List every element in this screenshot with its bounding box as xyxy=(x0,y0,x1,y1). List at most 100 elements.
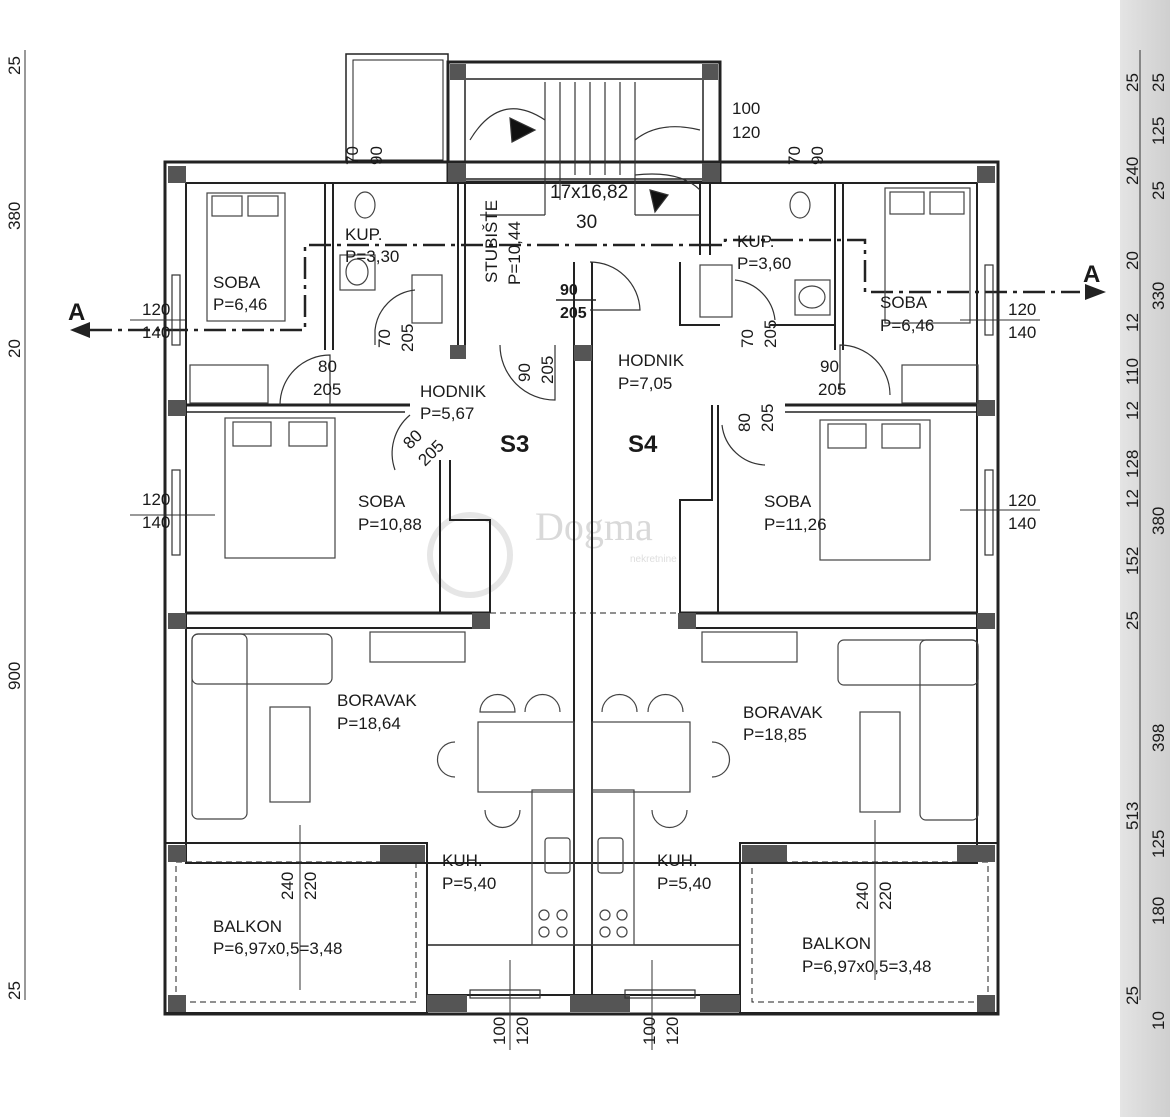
dim-s3-kup-door-205: 205 xyxy=(398,324,417,352)
dimension-lines xyxy=(24,50,1141,1050)
section-line xyxy=(90,238,1080,332)
dim-stair-door-205: 205 xyxy=(538,356,557,384)
right-scale-cut-8: 10 xyxy=(1149,1011,1168,1030)
right-scale-1: 240 xyxy=(1123,157,1142,185)
s3-balkon-area: P=6,97x0,5=3,48 xyxy=(213,939,343,958)
dimension-labels: 100 120 70 90 70 90 120 140 120 140 120 … xyxy=(142,99,1036,1045)
s4-balkon-area: P=6,97x0,5=3,48 xyxy=(802,957,932,976)
dim-left-140b: 140 xyxy=(142,513,170,532)
s3-kuh-area: P=5,40 xyxy=(442,874,496,893)
dim-stair-win-h: 120 xyxy=(732,123,760,142)
right-scale-cut-0: 25 xyxy=(1149,73,1168,92)
right-scale-cut-1: 125 xyxy=(1149,117,1168,145)
columns xyxy=(168,64,995,1012)
right-scale-cut-2: 25 xyxy=(1149,181,1168,200)
room-labels: SOBA P=6,46 KUP. P=3,30 STUBIŠTE P=10,44… xyxy=(213,182,934,976)
dim-s3-soba-door-205: 205 xyxy=(313,380,341,399)
s3-kuh-name: KUH. xyxy=(442,851,483,870)
furniture-beds xyxy=(189,187,979,561)
right-scale-cut-6: 125 xyxy=(1149,830,1168,858)
s3-kup-area: P=3,30 xyxy=(345,247,399,266)
s4-balkon-name: BALKON xyxy=(802,934,871,953)
dim-s3-balkon-240: 240 xyxy=(278,872,297,900)
stubiste-name: STUBIŠTE xyxy=(482,200,501,283)
right-dimension-scale: 25 240 20 12 110 12 128 12 152 25 513 25… xyxy=(1123,73,1168,1030)
right-scale-cut-5: 398 xyxy=(1149,724,1168,752)
dim-s4-soba-door-90: 90 xyxy=(820,357,839,376)
right-scale-0: 25 xyxy=(1123,73,1142,92)
left-scale-2: 20 xyxy=(5,339,24,358)
watermark-sub: nekretnine xyxy=(630,554,677,565)
s3-soba-small-area: P=6,46 xyxy=(213,295,267,314)
section-mark-left: A xyxy=(68,299,85,326)
dim-s3-kup-90: 90 xyxy=(367,146,386,165)
s3-hodnik-name: HODNIK xyxy=(420,382,487,401)
right-scale-11: 25 xyxy=(1123,986,1142,1005)
dim-s3-kup-door-70: 70 xyxy=(375,329,394,348)
s4-kup-name: KUP. xyxy=(737,232,775,251)
s4-soba-big-area: P=11,26 xyxy=(764,515,827,534)
dim-right-140a: 140 xyxy=(1008,323,1036,342)
stairs xyxy=(469,82,701,216)
section-marker-right: A xyxy=(1083,261,1106,300)
right-scale-10: 513 xyxy=(1123,802,1142,830)
s4-soba-small-area: P=6,46 xyxy=(880,316,934,335)
dim-s4-kup-90: 90 xyxy=(808,146,827,165)
dim-entry-door-90: 90 xyxy=(560,282,578,299)
s4-soba-big-name: SOBA xyxy=(764,492,812,511)
s4-kup-area: P=3,60 xyxy=(737,254,791,273)
furniture-bathroom xyxy=(339,191,831,324)
s3-balkon-name: BALKON xyxy=(213,917,282,936)
dim-s4-kup-door-205: 205 xyxy=(761,320,780,348)
dim-s3-soba-door-80: 80 xyxy=(318,357,337,376)
right-scale-7: 12 xyxy=(1123,489,1142,508)
s3-soba-big-area: P=10,88 xyxy=(358,515,422,534)
right-scale-8: 152 xyxy=(1123,547,1142,575)
outer-walls xyxy=(163,53,1000,1016)
s3-boravak-name: BORAVAK xyxy=(337,691,417,710)
right-scale-cut-4: 380 xyxy=(1149,507,1168,535)
dim-left-120b: 120 xyxy=(142,490,170,509)
right-scale-cut-7: 180 xyxy=(1149,897,1168,925)
dim-left-120a: 120 xyxy=(142,300,170,319)
s4-hodnik-area: P=7,05 xyxy=(618,374,672,393)
section-marker-left: A xyxy=(68,299,90,338)
watermark-name: Dogma xyxy=(535,504,653,549)
unit-s4: S4 xyxy=(628,431,658,458)
s4-kuh-name: KUH. xyxy=(657,851,698,870)
right-scale-9: 25 xyxy=(1123,611,1142,630)
dim-s4-kup-door-70: 70 xyxy=(738,329,757,348)
s4-boravak-name: BORAVAK xyxy=(743,703,823,722)
dim-s4-kup-70: 70 xyxy=(785,146,804,165)
s4-soba-small-name: SOBA xyxy=(880,293,928,312)
left-scale-0: 25 xyxy=(5,56,24,75)
watermark: Dogma nekretnine xyxy=(427,504,677,598)
left-scale-1: 380 xyxy=(5,202,24,230)
left-scale-4: 25 xyxy=(5,981,24,1000)
dim-entry-door-205: 205 xyxy=(560,305,587,322)
right-scale-5: 12 xyxy=(1123,401,1142,420)
stairs-steps: 17x16,82 xyxy=(550,182,628,203)
right-scale-3: 12 xyxy=(1123,313,1142,332)
right-scale-cut-3: 330 xyxy=(1149,282,1168,310)
unit-s3: S3 xyxy=(500,431,529,458)
dim-s3-balkon-220: 220 xyxy=(301,872,320,900)
windows xyxy=(171,264,994,999)
dim-s3-kup-70: 70 xyxy=(343,146,362,165)
furniture-kitchen xyxy=(531,789,635,946)
doors xyxy=(279,261,891,471)
s3-boravak-area: P=18,64 xyxy=(337,714,401,733)
right-scale-4: 110 xyxy=(1123,358,1142,385)
dim-right-120a: 120 xyxy=(1008,300,1036,319)
dim-s4-sobabig-door-205: 205 xyxy=(758,404,777,432)
s3-hodnik-area: P=5,67 xyxy=(420,404,474,423)
stairs-width: 30 xyxy=(576,212,597,233)
s3-soba-small-name: SOBA xyxy=(213,273,261,292)
right-scale-2: 20 xyxy=(1123,251,1142,270)
dim-s4-balkon-220: 220 xyxy=(876,882,895,910)
stubiste-area: P=10,44 xyxy=(505,221,524,285)
dim-stair-win-w: 100 xyxy=(732,99,760,118)
s3-kup-name: KUP. xyxy=(345,225,383,244)
furniture-living xyxy=(191,631,979,829)
